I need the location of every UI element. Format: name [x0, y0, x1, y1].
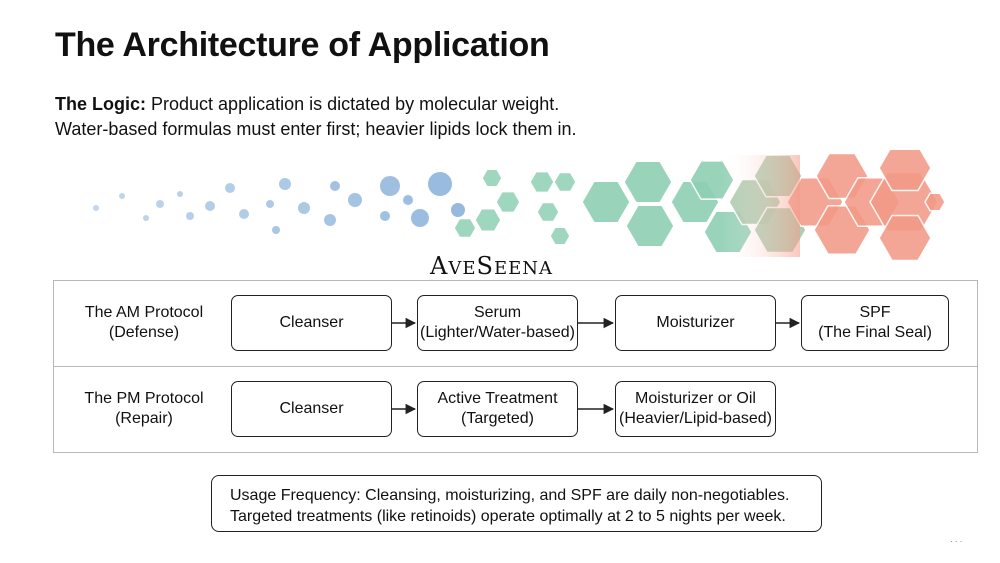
- water-bubble: [428, 172, 452, 196]
- pm-protocol-row: The PM Protocol (Repair) Cleanser Active…: [53, 366, 978, 453]
- usage-frequency-note: Usage Frequency: Cleansing, moisturizing…: [211, 475, 822, 532]
- water-bubble: [411, 209, 429, 227]
- lipid-hexagon: [581, 180, 631, 224]
- water-bubble: [451, 203, 465, 217]
- usage-line-1: Usage Frequency: Cleansing, moisturizing…: [230, 487, 790, 504]
- water-bubble: [266, 200, 274, 208]
- water-bubble: [143, 215, 149, 221]
- water-bubble: [186, 212, 194, 220]
- lipid-hexagon: [625, 204, 675, 248]
- lipid-hexagon: [495, 190, 521, 214]
- water-bubble: [225, 183, 235, 193]
- lipid-hexagon: [474, 207, 502, 233]
- water-bubble: [279, 178, 291, 190]
- water-bubble: [403, 195, 413, 205]
- logic-line-1: The Logic: Product application is dictat…: [55, 92, 577, 117]
- water-molecules: [93, 172, 465, 234]
- water-bubble: [239, 209, 249, 219]
- molecular-weight-graphic: [93, 150, 946, 260]
- lipid-hexagon: [549, 226, 571, 246]
- brand-logo: AVESEENA: [430, 252, 553, 280]
- usage-line-2: Targeted treatments (like retinoids) ope…: [230, 508, 786, 525]
- water-bubble: [156, 200, 164, 208]
- water-bubble: [348, 193, 362, 207]
- pm-step-active-treatment: Active Treatment (Targeted): [417, 381, 578, 437]
- water-bubble: [93, 205, 99, 211]
- pm-step-cleanser: Cleanser: [231, 381, 392, 437]
- am-step-cleanser: Cleanser: [231, 295, 392, 351]
- lipid-hexagon: [481, 168, 503, 188]
- lipid-hexagon: [924, 192, 946, 212]
- pm-protocol-label: The PM Protocol (Repair): [84, 390, 204, 427]
- lipid-hexagon: [453, 217, 477, 239]
- am-protocol-label: The AM Protocol (Defense): [84, 304, 204, 341]
- am-step-spf: SPF (The Final Seal): [801, 295, 949, 351]
- lipid-fade-overlay: [720, 155, 800, 257]
- logic-line-2: Water-based formulas must enter first; h…: [55, 119, 577, 139]
- water-bubble: [324, 214, 336, 226]
- water-bubble: [177, 191, 183, 197]
- logic-text-1: Product application is dictated by molec…: [151, 94, 560, 114]
- water-bubble: [119, 193, 125, 199]
- corner-mark: · · ·: [950, 537, 963, 546]
- lipid-hexagon: [878, 214, 932, 260]
- lipid-molecules: [453, 150, 946, 260]
- lipid-hexagon: [536, 201, 560, 223]
- lipid-hexagon: [623, 160, 673, 204]
- lipid-hexagon: [878, 150, 932, 192]
- lipid-hexagon: [553, 171, 577, 193]
- water-bubble: [380, 211, 390, 221]
- water-bubble: [330, 181, 340, 191]
- page-title: The Architecture of Application: [55, 26, 550, 64]
- water-bubble: [298, 202, 310, 214]
- logic-statement: The Logic: Product application is dictat…: [55, 92, 577, 142]
- logic-label: The Logic:: [55, 94, 146, 114]
- water-bubble: [272, 226, 280, 234]
- water-bubble: [380, 176, 400, 196]
- protocol-table: The AM Protocol (Defense) Cleanser Serum…: [53, 280, 978, 453]
- lipid-hexagon: [529, 170, 555, 194]
- am-protocol-row: The AM Protocol (Defense) Cleanser Serum…: [53, 280, 978, 368]
- am-step-serum: Serum (Lighter/Water-based): [417, 295, 578, 351]
- water-bubble: [205, 201, 215, 211]
- am-step-moisturizer: Moisturizer: [615, 295, 776, 351]
- pm-step-moisturizer-or-oil: Moisturizer or Oil (Heavier/Lipid-based): [615, 381, 776, 437]
